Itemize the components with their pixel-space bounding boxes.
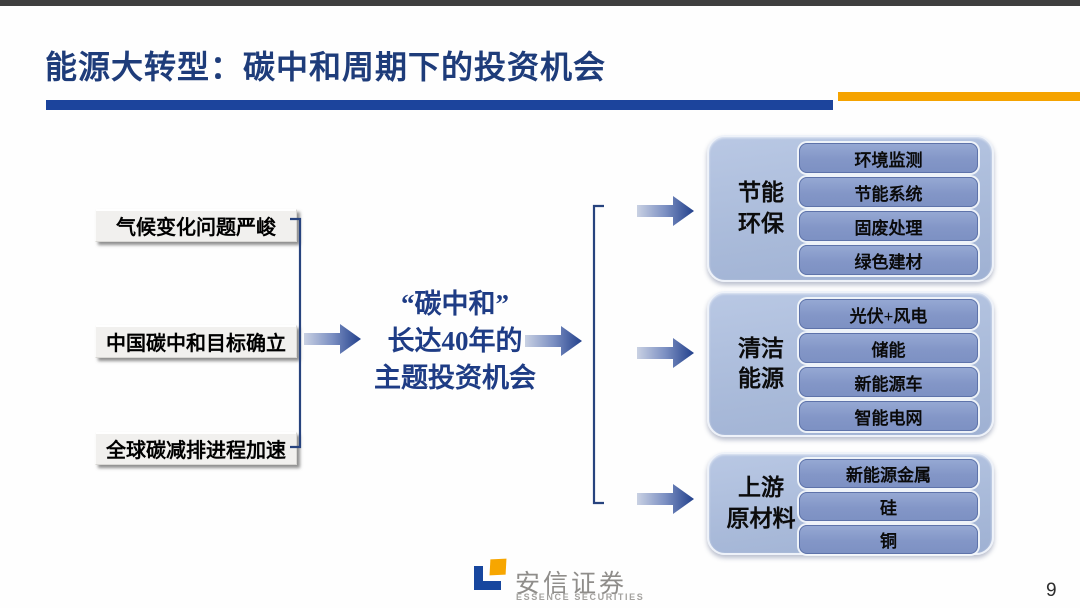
sector-items: 环境监测 节能系统 固废处理 绿色建材 — [799, 143, 978, 275]
sector-item: 环境监测 — [799, 143, 978, 173]
category-line: 上游 — [738, 475, 784, 501]
top-strip — [0, 0, 1080, 6]
category-line: 节能 — [738, 180, 784, 206]
sector-panel-clean-energy: 清洁 能源 光伏+风电 储能 新能源车 智能电网 — [707, 291, 994, 437]
arrow-to-sector-energy-saving — [637, 196, 694, 226]
sector-category: 节能 环保 — [717, 137, 805, 280]
right-bracket — [592, 204, 604, 505]
sector-item: 新能源车 — [799, 367, 978, 397]
sector-category: 上游 原材料 — [717, 454, 805, 553]
arrow-to-sector-clean-energy — [637, 338, 694, 368]
title-underline-blue — [46, 100, 833, 110]
category-line: 原材料 — [726, 505, 796, 531]
essence-securities-logo-icon — [474, 558, 507, 590]
theme-line-1: “碳中和” — [401, 289, 509, 319]
theme-line-3: 主题投资机会 — [374, 363, 536, 393]
theme-line-2: 长达40年的 — [387, 326, 523, 356]
sector-item: 智能电网 — [799, 401, 978, 431]
sector-items: 光伏+风电 储能 新能源车 智能电网 — [799, 299, 978, 431]
logo-blue-shape — [474, 566, 483, 590]
arrow-to-sector-upstream — [637, 484, 694, 514]
category-line: 清洁 — [738, 335, 784, 361]
category-line: 能源 — [738, 366, 784, 391]
sector-item: 绿色建材 — [799, 245, 978, 275]
logo-orange-shape — [489, 558, 507, 576]
sector-item: 新能源金属 — [799, 459, 978, 488]
sector-item: 节能系统 — [799, 177, 978, 207]
page-title: 能源大转型：碳中和周期下的投资机会 — [45, 49, 607, 85]
cause-box-global-reduction: 全球碳减排进程加速 — [95, 432, 297, 465]
sector-item: 硅 — [799, 492, 978, 521]
sector-item: 储能 — [799, 333, 978, 363]
cause-label: 全球碳减排进程加速 — [106, 440, 286, 462]
sector-items: 新能源金属 硅 铜 — [799, 459, 978, 554]
sector-item: 固废处理 — [799, 211, 978, 241]
sector-panel-energy-saving: 节能 环保 环境监测 节能系统 固废处理 绿色建材 — [707, 135, 994, 282]
sector-panel-upstream-materials: 上游 原材料 新能源金属 硅 铜 — [707, 452, 994, 555]
page-number: 9 — [1046, 580, 1057, 601]
sector-item: 光伏+风电 — [799, 299, 978, 329]
cause-box-climate: 气候变化问题严峻 — [95, 209, 297, 242]
theme-statement: “碳中和” 长达40年的 主题投资机会 — [350, 286, 560, 397]
sector-category: 清洁 能源 — [717, 293, 805, 435]
title-underline-orange — [838, 92, 1080, 101]
cause-box-china-goal: 中国碳中和目标确立 — [95, 325, 297, 358]
logo-blue-shape — [474, 581, 501, 590]
cause-label: 中国碳中和目标确立 — [106, 333, 286, 355]
brand-name-en: ESSENCE SECURITIES — [516, 592, 645, 602]
category-line: 环保 — [738, 210, 784, 236]
cause-label: 气候变化问题严峻 — [116, 217, 276, 239]
brand-name-cn: 安信证券 — [515, 570, 628, 598]
sector-item: 铜 — [799, 525, 978, 554]
